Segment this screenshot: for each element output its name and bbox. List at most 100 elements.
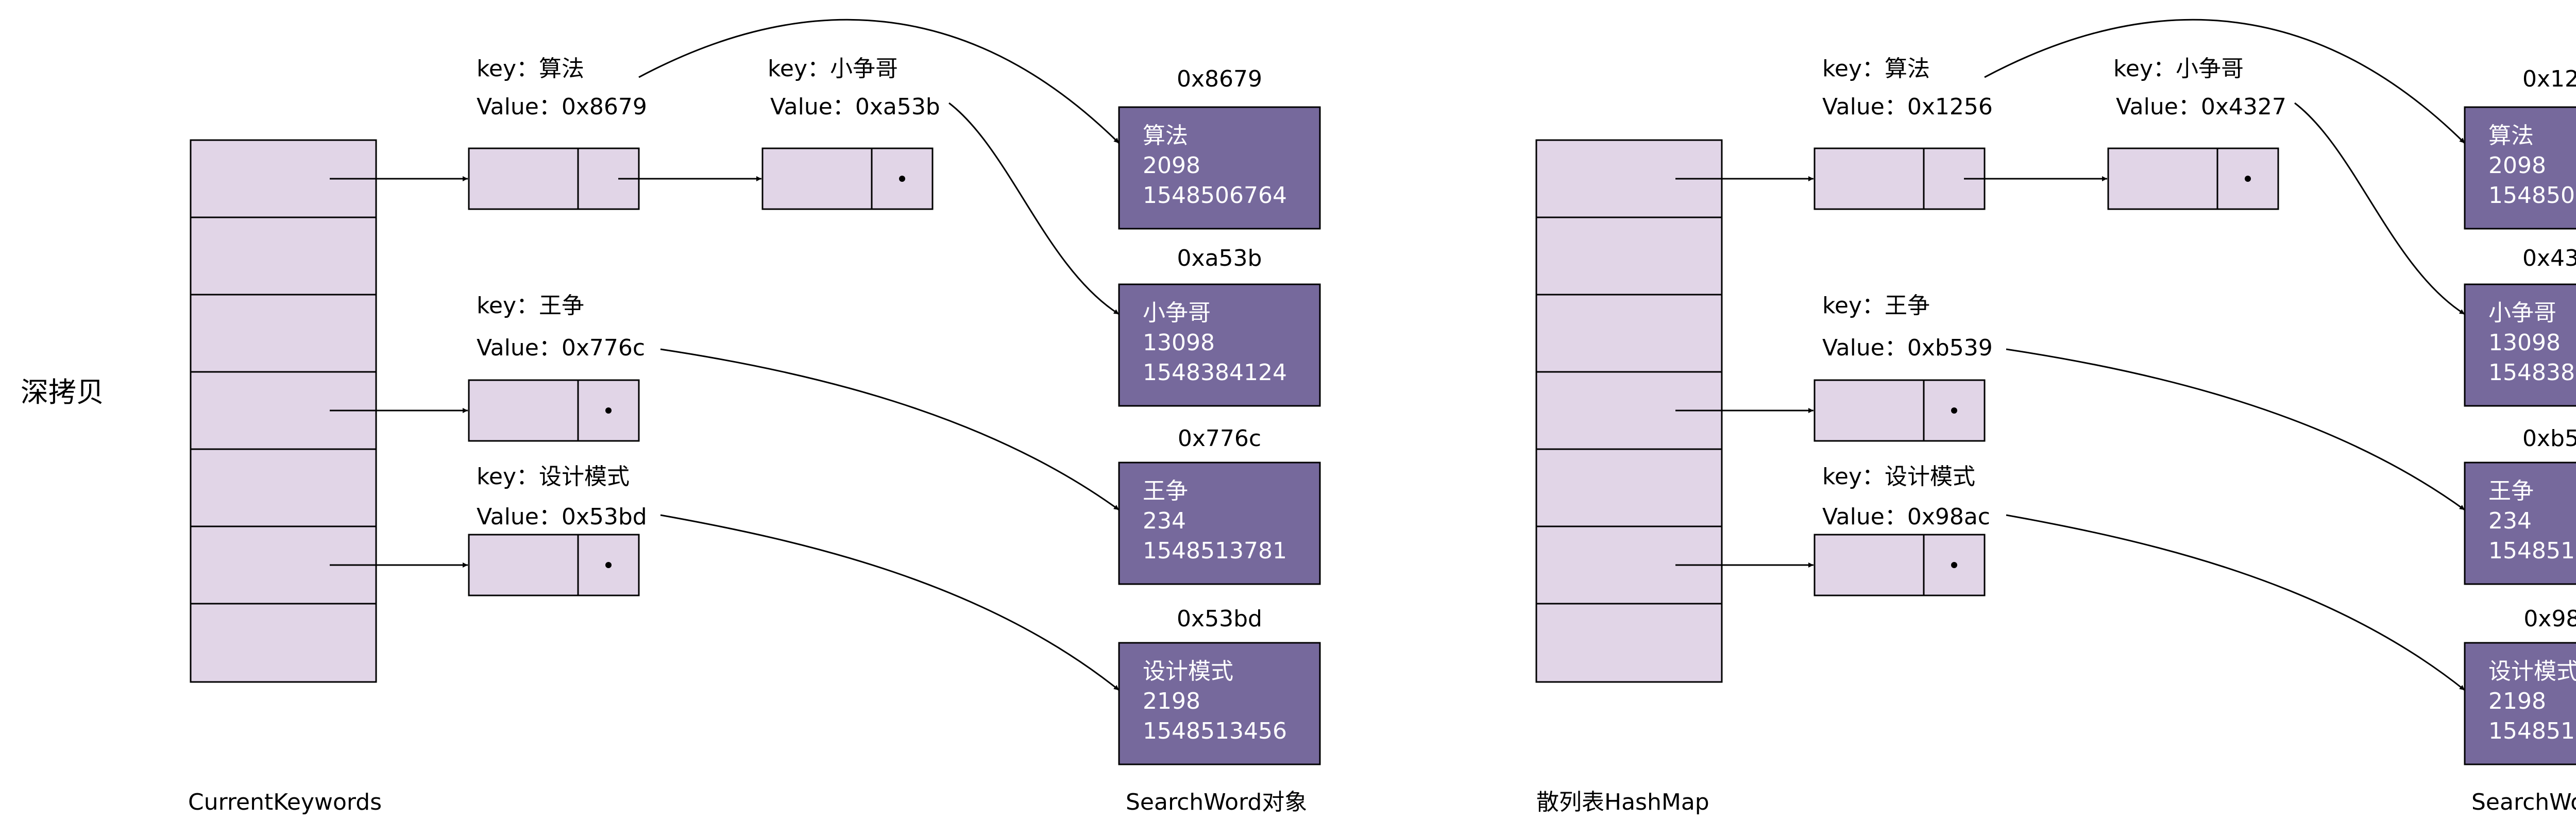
- value-reference-arrow: [948, 102, 1120, 315]
- object-count: 13098: [2488, 330, 2561, 356]
- object-name: 小争哥: [1143, 300, 1211, 326]
- value-reference-arrow: [2006, 514, 2465, 691]
- object-timestamp: 1548513781: [2488, 538, 2576, 564]
- search-word-object: [1118, 283, 1321, 407]
- object-name: 设计模式: [2488, 658, 2576, 685]
- object-address: 0xb539: [2522, 425, 2576, 452]
- object-count: 13098: [1143, 330, 1215, 356]
- object-count: 2198: [1143, 688, 1200, 714]
- object-timestamp: 1548513781: [1143, 538, 1287, 564]
- search-word-object: [2464, 106, 2576, 230]
- bucket-table: [190, 139, 377, 683]
- table-label: CurrentKeywords: [188, 789, 382, 815]
- panel-hashmap: key：算法 Value：0x1256 key：小争哥 Value：0x4327…: [1535, 19, 2576, 815]
- entry-value-label: Value：0x1256: [1822, 94, 1993, 120]
- bucket: [1535, 216, 1723, 296]
- object-count: 234: [2488, 508, 2532, 534]
- entry-value-label: Value：0xa53b: [770, 94, 940, 120]
- null-pointer-dots: [605, 176, 905, 568]
- entry-node: [761, 147, 934, 210]
- bucket: [190, 448, 377, 527]
- entry-key-label: key：小争哥: [768, 56, 898, 82]
- value-reference-arrow: [2006, 348, 2465, 511]
- object-name: 小争哥: [2488, 300, 2556, 326]
- search-word-object: [1118, 642, 1321, 765]
- object-count: 2098: [2488, 152, 2546, 179]
- entry-node: [468, 534, 640, 596]
- search-word-objects: [2464, 106, 2576, 765]
- object-timestamp: 1548513456: [2488, 718, 2576, 744]
- entry-key-label: key：小争哥: [2113, 56, 2244, 82]
- object-timestamp: 1548506764: [2488, 182, 2576, 209]
- search-word-object: [2464, 462, 2576, 585]
- object-address: 0x8679: [1177, 66, 1262, 92]
- search-word-object: [2464, 642, 2576, 765]
- object-address: 0x776c: [1178, 425, 1261, 452]
- null-dot: [899, 176, 905, 182]
- search-word-object: [1118, 462, 1321, 585]
- object-count: 2098: [1143, 152, 1200, 179]
- reference-arrows: [638, 19, 1120, 691]
- entry-node: [2107, 147, 2279, 210]
- object-timestamp: 1548384124: [2488, 360, 2576, 386]
- search-word-object: [1118, 106, 1321, 230]
- entry-value-label: Value：0xb539: [1822, 335, 1993, 361]
- search-word-object: [2464, 283, 2576, 407]
- null-dot: [605, 407, 612, 414]
- entry-value-label: Value：0x98ac: [1822, 504, 1990, 530]
- bucket: [190, 216, 377, 296]
- entry-key-label: key：算法: [477, 56, 584, 82]
- entry-key-label: key：设计模式: [477, 464, 630, 490]
- entry-node: [1814, 534, 1986, 596]
- reference-arrows: [1984, 19, 2466, 691]
- value-reference-arrow: [2294, 102, 2465, 315]
- null-dot: [1951, 562, 1957, 568]
- entry-nodes: [468, 147, 934, 596]
- object-address: 0x98ac: [2523, 606, 2576, 632]
- search-word-objects: [1118, 106, 1321, 765]
- null-dot: [2245, 176, 2251, 182]
- table-label: 散列表HashMap: [1536, 789, 1709, 815]
- object-address: 0xa53b: [1177, 245, 1262, 271]
- null-dot: [1951, 407, 1957, 414]
- entry-value-label: Value：0x53bd: [477, 504, 647, 530]
- null-dot: [605, 562, 612, 568]
- value-reference-arrow: [660, 348, 1120, 511]
- object-timestamp: 1548506764: [1143, 182, 1287, 209]
- entry-node: [468, 147, 640, 210]
- pointer-arrows: [1675, 176, 2107, 568]
- entry-key-label: key：王争: [477, 293, 584, 319]
- object-timestamp: 1548384124: [1143, 360, 1287, 386]
- object-address: 0x4327: [2522, 245, 2576, 271]
- object-name: 算法: [2488, 123, 2534, 149]
- object-address: 0x1256: [2522, 66, 2576, 92]
- entry-key-label: key：王争: [1822, 293, 1930, 319]
- entry-value-label: Value：0x8679: [477, 94, 647, 120]
- bucket: [190, 603, 377, 683]
- object-name: 算法: [1143, 123, 1188, 149]
- bucket: [190, 294, 377, 373]
- value-reference-arrow: [660, 514, 1120, 691]
- entry-key-label: key：设计模式: [1822, 464, 1975, 490]
- object-name: 设计模式: [1143, 658, 1233, 685]
- entry-value-label: Value：0x776c: [477, 335, 645, 361]
- object-address: 0x53bd: [1177, 606, 1262, 632]
- panel-current-keywords: key：算法 Value：0x8679 key：小争哥 Value：0xa53b…: [188, 19, 1321, 815]
- object-timestamp: 1548513456: [1143, 718, 1287, 744]
- objects-label: SearchWord对象: [2471, 789, 2576, 815]
- bucket: [1535, 448, 1723, 527]
- entry-value-label: Value：0x4327: [2116, 94, 2286, 120]
- value-reference-arrow: [638, 19, 1120, 144]
- entry-key-label: key：算法: [1822, 56, 1930, 82]
- object-count: 2198: [2488, 688, 2546, 714]
- bucket: [1535, 294, 1723, 373]
- entry-node: [468, 379, 640, 442]
- null-pointer-dots: [1951, 176, 2251, 568]
- value-reference-arrow: [1984, 19, 2466, 144]
- entry-node: [1814, 379, 1986, 442]
- object-name: 王争: [1143, 478, 1188, 504]
- objects-label: SearchWord对象: [1126, 789, 1307, 815]
- bucket: [1535, 603, 1723, 683]
- object-name: 王争: [2488, 478, 2534, 504]
